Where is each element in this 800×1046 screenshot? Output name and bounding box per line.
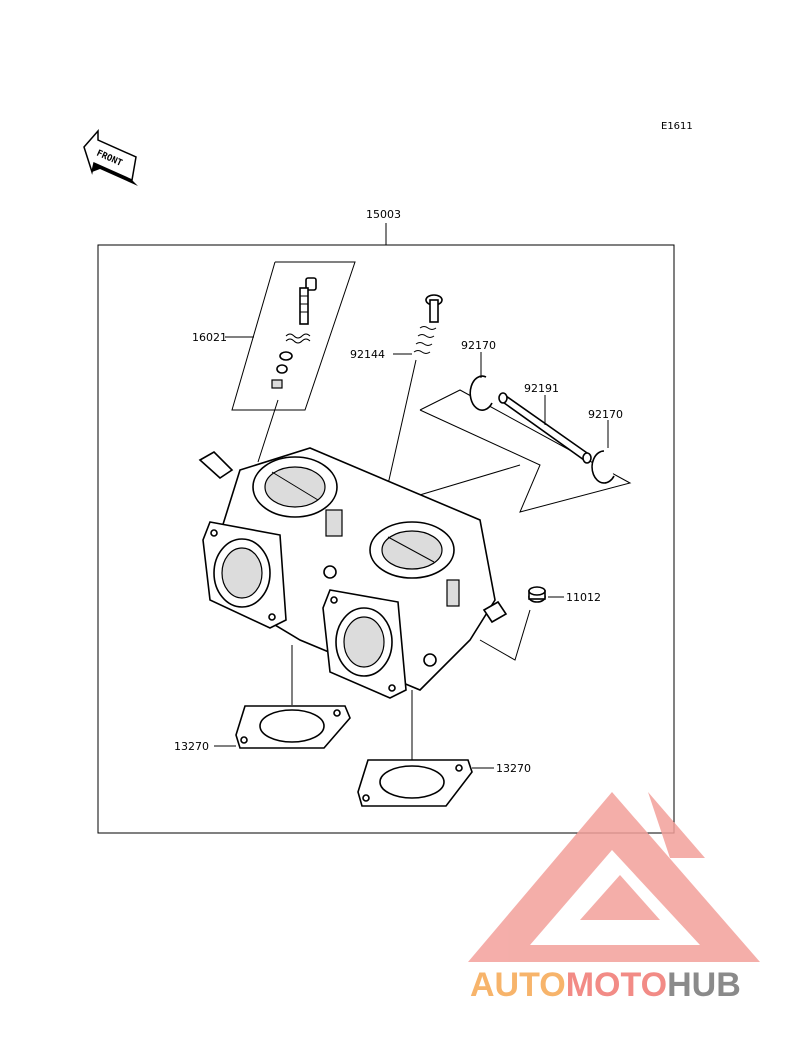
watermark-hub: HUB bbox=[667, 966, 741, 1004]
watermark-auto: AUTO bbox=[470, 966, 566, 1004]
throttle-body bbox=[198, 447, 508, 699]
shaft-clip-group bbox=[402, 352, 632, 513]
pilot-screw-group bbox=[225, 261, 356, 463]
watermark-text: AUTOMOTOHUB bbox=[470, 966, 741, 1004]
front-arrow-icon: FRONT bbox=[83, 129, 138, 186]
label-92191: 92191 bbox=[524, 382, 559, 395]
label-92144: 92144 bbox=[350, 348, 385, 361]
label-15003: 15003 bbox=[366, 208, 401, 221]
gasket-right bbox=[357, 690, 494, 807]
label-11012: 11012 bbox=[566, 591, 601, 604]
cap-11012 bbox=[479, 586, 564, 661]
label-13270-right: 13270 bbox=[496, 762, 531, 775]
watermark-moto: MOTO bbox=[566, 966, 667, 1004]
diagram-code: E1611 bbox=[661, 121, 693, 132]
svg-text:AUTOMOTOHUB: AUTOMOTOHUB bbox=[470, 966, 741, 1004]
label-92170-right: 92170 bbox=[588, 408, 623, 421]
label-13270-left: 13270 bbox=[174, 740, 209, 753]
automotohub-logo bbox=[468, 792, 760, 962]
assembly-frame bbox=[97, 244, 675, 834]
gasket-left bbox=[214, 645, 351, 749]
label-16021: 16021 bbox=[192, 331, 227, 344]
label-92170-top: 92170 bbox=[461, 339, 496, 352]
